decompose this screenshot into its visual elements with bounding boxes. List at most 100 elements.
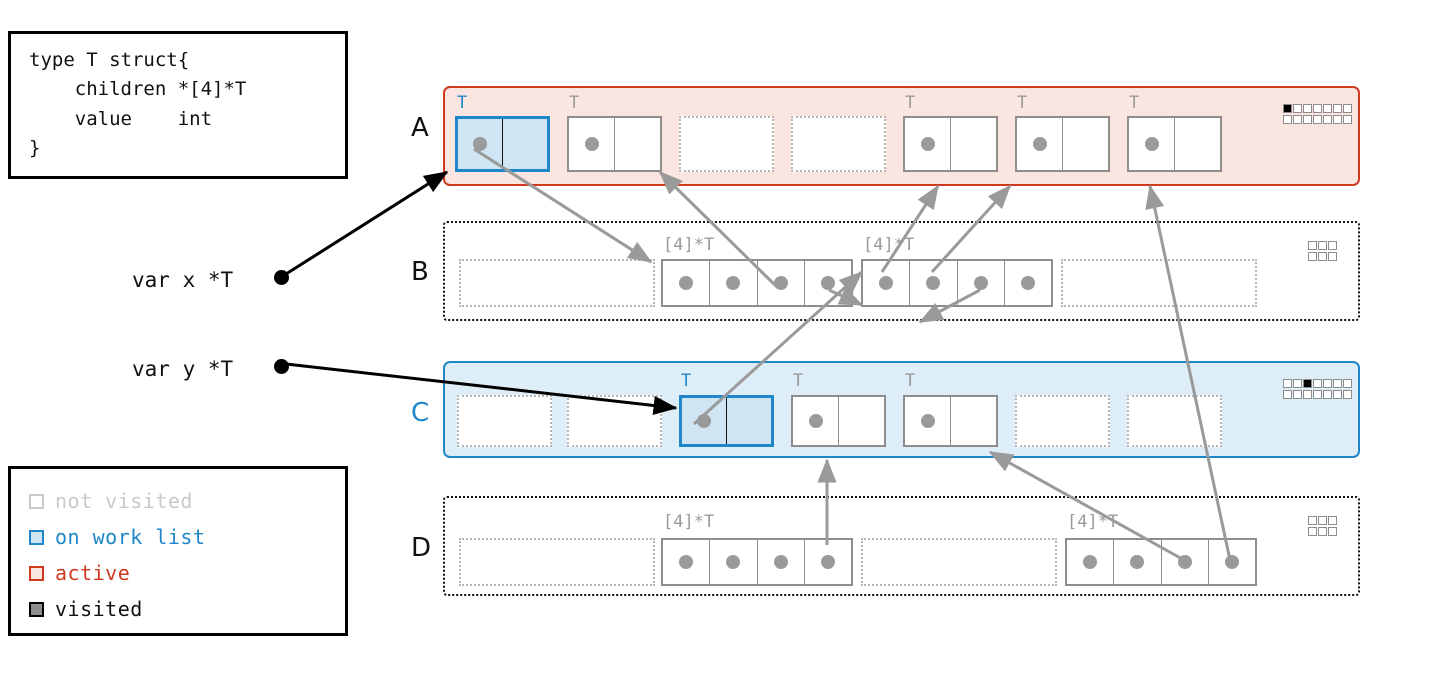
object-c3-value-field — [839, 397, 884, 445]
mark-cell — [1283, 390, 1292, 399]
pointer-dot — [879, 276, 894, 290]
free-slot-b3 — [1061, 259, 1257, 307]
mark-bitmap-d[interactable] — [1308, 516, 1338, 538]
mark-bitmap-a-row-1 — [1283, 115, 1353, 124]
type-tag-b1: [4]*T — [663, 235, 715, 255]
pointer-dot — [773, 276, 788, 290]
mark-cell — [1303, 379, 1312, 388]
span-c[interactable]: T T T — [443, 361, 1360, 458]
mark-bitmap-a[interactable] — [1283, 104, 1353, 126]
legend-item-not-visited: not visited — [29, 483, 345, 519]
array-d3-cell-0 — [1067, 540, 1115, 584]
mark-cell — [1308, 516, 1317, 525]
mark-cell — [1343, 115, 1352, 124]
object-c2-children-field — [682, 398, 727, 444]
var-x-root-dot — [274, 270, 289, 285]
mark-cell — [1308, 527, 1317, 536]
mark-cell — [1303, 104, 1312, 113]
object-a4[interactable] — [903, 116, 998, 172]
type-tag-c2: T — [681, 371, 692, 391]
object-a0[interactable] — [455, 116, 550, 172]
type-tag-c3: T — [793, 371, 804, 391]
pointer-dot — [920, 137, 935, 151]
object-a4-value-field — [951, 118, 996, 170]
mark-cell — [1293, 115, 1302, 124]
mark-cell — [1283, 115, 1292, 124]
span-label-a: A — [411, 113, 429, 143]
object-a4-children-field — [905, 118, 951, 170]
var-y-root-dot — [274, 359, 289, 374]
span-a[interactable]: T T T T T — [443, 86, 1360, 186]
mark-cell — [1343, 379, 1352, 388]
array-d3[interactable] — [1065, 538, 1257, 586]
mark-cell — [1318, 252, 1327, 261]
span-label-b: B — [411, 257, 429, 287]
mark-bitmap-c-row-0 — [1283, 379, 1353, 388]
mark-cell — [1323, 115, 1332, 124]
mark-cell — [1318, 527, 1327, 536]
array-b2-cell-1 — [910, 261, 958, 305]
mark-cell — [1323, 390, 1332, 399]
mark-cell — [1303, 115, 1312, 124]
object-a6[interactable] — [1127, 116, 1222, 172]
mark-cell — [1318, 241, 1327, 250]
array-b1-cell-2 — [758, 261, 805, 305]
mark-cell — [1313, 104, 1322, 113]
object-a5-children-field — [1017, 118, 1063, 170]
array-d1[interactable] — [661, 538, 853, 586]
pointer-dot — [1144, 137, 1159, 151]
object-c2[interactable] — [679, 395, 774, 447]
array-b2-cell-2 — [958, 261, 1005, 305]
mark-cell — [1313, 115, 1322, 124]
object-a1[interactable] — [567, 116, 662, 172]
array-b2[interactable] — [861, 259, 1053, 307]
type-tag-a1: T — [569, 93, 580, 113]
mark-cell — [1313, 390, 1322, 399]
span-b[interactable]: [4]*T [4]*T — [443, 221, 1360, 321]
type-tag-a6: T — [1129, 93, 1140, 113]
pointer-dot — [926, 276, 941, 290]
type-tag-c4: T — [905, 371, 916, 391]
object-c4[interactable] — [903, 395, 998, 447]
array-d1-cell-2 — [758, 540, 805, 584]
mark-bitmap-b-row-0 — [1308, 241, 1338, 250]
mark-bitmap-b[interactable] — [1308, 241, 1338, 263]
go-type-declaration-code: type T struct{ children *[4]*T value int… — [29, 49, 247, 160]
free-slot-a3 — [791, 116, 886, 172]
pointer-dot — [773, 555, 788, 569]
free-slot-c0 — [457, 395, 552, 447]
object-a1-value-field — [615, 118, 660, 170]
array-d1-cell-0 — [663, 540, 711, 584]
mark-cell — [1303, 390, 1312, 399]
mark-cell — [1343, 390, 1352, 399]
mark-cell — [1293, 379, 1302, 388]
legend-swatch-active — [29, 565, 44, 581]
array-b1-cell-1 — [710, 261, 758, 305]
mark-cell — [1283, 379, 1292, 388]
pointer-dot — [1083, 555, 1098, 569]
mark-cell — [1333, 104, 1342, 113]
object-a0-children-field — [458, 119, 503, 169]
mark-bitmap-a-row-0 — [1283, 104, 1353, 113]
free-slot-c5 — [1015, 395, 1110, 447]
type-tag-d1: [4]*T — [663, 512, 715, 532]
pointer-dot — [808, 414, 823, 428]
mark-cell — [1328, 241, 1337, 250]
pointer-dot — [973, 276, 988, 290]
mark-cell — [1323, 104, 1332, 113]
mark-cell — [1328, 516, 1337, 525]
mark-bitmap-b-row-1 — [1308, 252, 1338, 261]
mark-bitmap-c-row-1 — [1283, 390, 1353, 399]
mark-bitmap-d-row-1 — [1308, 527, 1338, 536]
free-slot-d2 — [861, 538, 1057, 586]
legend-item-active: active — [29, 555, 345, 591]
span-d[interactable]: [4]*T [4]*T — [443, 496, 1360, 596]
free-slot-c6 — [1127, 395, 1222, 447]
type-tag-a5: T — [1017, 93, 1028, 113]
object-c3[interactable] — [791, 395, 886, 447]
array-b1[interactable] — [661, 259, 853, 307]
pointer-dot — [1020, 276, 1035, 290]
mark-cell — [1333, 390, 1342, 399]
mark-bitmap-c[interactable] — [1283, 379, 1353, 401]
object-a5[interactable] — [1015, 116, 1110, 172]
